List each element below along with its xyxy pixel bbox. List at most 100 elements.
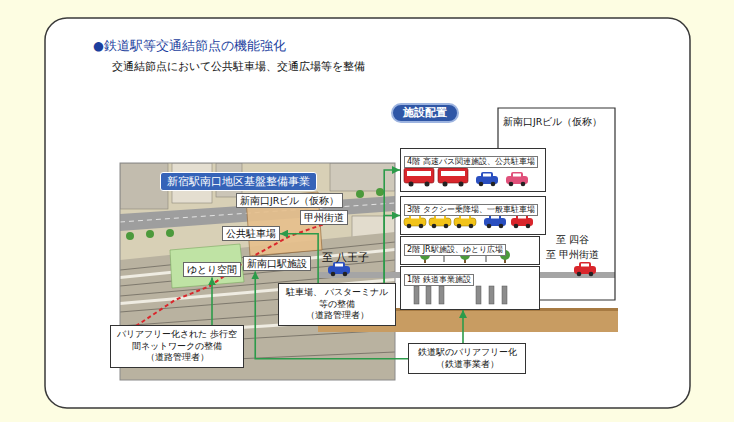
arrow-connector [255, 271, 408, 358]
site-illustration [170, 244, 244, 288]
node-text: 新南口駅施設 [247, 258, 307, 269]
place-label: 甲州街道 [300, 210, 348, 225]
callout-box: バリアフリー化された 歩行空間ネットワークの整備（道路管理者） [110, 325, 244, 368]
building-section [400, 148, 540, 192]
car-icon [506, 172, 528, 186]
node-text: 甲州街道 [304, 212, 344, 223]
person-icon [444, 256, 445, 262]
title: ●鉄道駅等交通結節点の機能強化 [93, 38, 286, 53]
subtitle: 交通結節点において公共駐車場、交通広場等を整備 [112, 60, 365, 73]
taxi-icon [444, 224, 449, 229]
node-text: 駐車場、 バスターミナル等の整備 [283, 287, 391, 310]
taxi-icon [457, 224, 462, 229]
car-icon [331, 272, 336, 277]
place-label: 公共駐車場 [222, 226, 280, 241]
car-icon [574, 262, 596, 276]
arrow-connector [384, 216, 400, 284]
node-text: 4階 高速バス関連施設、公共駐車場 [404, 156, 538, 168]
car-icon [511, 172, 523, 178]
ticket-gate-icon [414, 286, 507, 304]
arrow-connector [384, 170, 400, 283]
taxi-icon [407, 224, 412, 229]
bus-icon [459, 182, 464, 187]
direction-label: 至 甲州街道 [546, 249, 599, 260]
ticket-gate-icon [489, 286, 494, 304]
place-label: 新南口駅施設 [243, 256, 311, 271]
floor-box: 3階 タクシー乗降場、一般車駐車場 [400, 196, 546, 235]
building-section [400, 196, 540, 235]
building-section [400, 236, 540, 265]
car-icon [526, 224, 531, 229]
car-icon [343, 272, 348, 277]
direction-label: 至 四谷 [556, 234, 589, 245]
label-box: 至 甲州街道 [546, 243, 599, 262]
floor-box: 2階 JR駅施設、ゆとり広場 [400, 236, 540, 265]
callout-box: 駐車場、 バスターミナル等の整備（道路管理者） [278, 283, 396, 326]
car-icon [491, 182, 496, 187]
arrow-connector [211, 277, 213, 325]
building-section [400, 266, 540, 310]
car-icon [481, 172, 493, 178]
car-icon [514, 224, 519, 229]
node-text: バリアフリー化された 歩行空間ネットワークの整備 [115, 329, 239, 352]
bus-icon [404, 168, 434, 183]
node-text: 新宿駅南口地区基盤整備事業 [160, 172, 317, 191]
car-icon [487, 224, 492, 229]
car-icon [499, 224, 504, 229]
bus-icon [425, 182, 430, 187]
ticket-gate-icon [414, 286, 419, 304]
person-icon [486, 256, 487, 262]
direction-label: 至 八王子 [322, 251, 369, 263]
car-icon [483, 174, 491, 177]
node-subtext: （道路管理者） [283, 310, 391, 322]
car-icon [581, 264, 589, 267]
site-illustration [376, 188, 384, 196]
node-text: 新南口JRビル（仮称） [503, 116, 602, 129]
car-icon [335, 264, 343, 267]
taxi-icon [432, 224, 437, 229]
site-illustration [356, 190, 364, 198]
ticket-gate-icon [426, 286, 431, 304]
taxi-icon [469, 224, 474, 229]
car-icon [579, 262, 591, 268]
place-label: 新南口JRビル（仮称） [236, 193, 343, 208]
ticket-gate-icon [476, 286, 481, 304]
ticket-gate-icon [439, 286, 444, 304]
car-icon [476, 172, 498, 186]
arrow-connector [462, 310, 464, 343]
bus-icon [438, 168, 468, 187]
node-subtext: （鉄道事業者） [413, 359, 521, 371]
ticket-gate-icon [502, 286, 507, 304]
node-text: 公共駐車場 [226, 228, 276, 239]
bus-icon [409, 182, 414, 187]
node-text: ゆとり空間 [187, 264, 237, 275]
node-text: 新南口JRビル（仮称） [240, 195, 339, 206]
place-label: ゆとり空間 [183, 262, 241, 277]
node-subtext: （道路管理者） [115, 352, 239, 364]
site-illustration [330, 163, 395, 191]
taxi-icon [419, 224, 424, 229]
floor-box: 4階 高速バス関連施設、公共駐車場 [400, 148, 546, 192]
floor-box: 1階 鉄道事業施設 [400, 266, 540, 310]
node-text: 1階 鉄道事業施設 [404, 274, 474, 286]
callout-box: 鉄道駅のバリアフリー化（鉄道事業者） [408, 343, 526, 374]
node-text: 2階 JR駅施設、ゆとり広場 [404, 244, 506, 256]
car-icon [479, 182, 484, 187]
site-illustration [166, 229, 174, 237]
node-text: 鉄道駅のバリアフリー化 [413, 347, 521, 359]
car-icon [521, 182, 526, 187]
car-icon [509, 182, 514, 187]
node-text: 施設配置 [403, 106, 447, 120]
bus-icon [441, 171, 465, 176]
bus-icon [438, 168, 468, 183]
label-box: 至 八王子 [322, 246, 369, 265]
bus-icon [407, 171, 431, 176]
building-section [540, 272, 615, 278]
bus-icon [404, 168, 434, 187]
car-icon [589, 272, 594, 277]
car-icon [328, 262, 350, 276]
site-illustration [146, 230, 154, 238]
car-icon [577, 272, 582, 277]
